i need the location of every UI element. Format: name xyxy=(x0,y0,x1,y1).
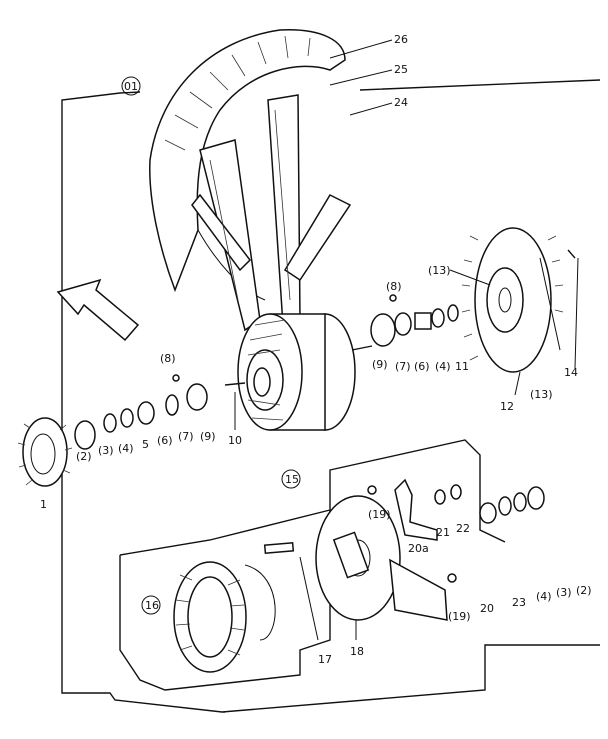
label-10: 10 xyxy=(228,434,242,447)
freewheel-1 xyxy=(17,417,73,487)
axle-left xyxy=(224,382,246,386)
label-5: 5 xyxy=(142,438,149,451)
label-15: 15 xyxy=(285,473,299,486)
label-6-right: (6) xyxy=(414,360,430,373)
brake-lever-20a xyxy=(394,478,438,541)
label-19-bottom: (19) xyxy=(448,610,471,623)
label-25: 25 xyxy=(394,63,408,76)
axle-right xyxy=(351,345,373,351)
label-1: 1 xyxy=(40,498,47,511)
brake-cam-17 xyxy=(263,541,295,555)
label-23: 23 xyxy=(512,596,526,609)
label-01: 01 xyxy=(124,80,138,93)
label-4-right: (4) xyxy=(435,360,451,373)
label-7-left: (7) xyxy=(178,430,194,443)
label-2-left: (2) xyxy=(76,450,92,463)
direction-arrow-icon xyxy=(56,278,140,342)
label-8-left: (8) xyxy=(160,352,176,365)
label-3-left: (3) xyxy=(98,444,114,457)
label-20: 20 xyxy=(480,602,494,615)
fork-frame xyxy=(191,94,352,332)
leader-lines xyxy=(234,39,579,641)
brake-arm-20 xyxy=(389,558,448,621)
label-16: 16 xyxy=(145,599,159,612)
label-4-brake: (4) xyxy=(536,590,552,603)
small-brake-parts xyxy=(367,484,545,583)
callout-circle-15 xyxy=(281,469,301,489)
label-7-right: (7) xyxy=(395,360,411,373)
left-axle-parts xyxy=(74,374,208,450)
label-21: 21 xyxy=(436,526,450,539)
label-3-brake: (3) xyxy=(556,586,572,599)
brake-plate-18 xyxy=(263,478,448,621)
label-8-right: (8) xyxy=(386,280,402,293)
label-2-brake: (2) xyxy=(576,584,592,597)
sprocket-12 xyxy=(461,227,576,373)
label-4-left: (4) xyxy=(118,442,134,455)
label-20a: 20a xyxy=(408,542,429,555)
label-13-top: (13) xyxy=(428,264,451,277)
bolt-14 xyxy=(567,249,576,259)
callout-circle-01 xyxy=(121,76,141,96)
brake-shoes-16 xyxy=(173,561,276,673)
label-22: 22 xyxy=(456,522,470,535)
label-26: 26 xyxy=(394,33,408,46)
label-12: 12 xyxy=(500,400,514,413)
label-9-right: (9) xyxy=(372,358,388,371)
label-24: 24 xyxy=(394,96,408,109)
part-labels: 01 26 25 24 (13) 14 (13) 12 (8) (9) (7) … xyxy=(40,33,592,666)
hub-drum xyxy=(224,313,373,431)
brake-spring xyxy=(244,564,276,641)
label-19-top: (19) xyxy=(368,508,391,521)
label-13-bottom: (13) xyxy=(530,388,553,401)
callout-circle-16 xyxy=(141,595,161,615)
label-14: 14 xyxy=(564,366,578,379)
label-18: 18 xyxy=(350,645,364,658)
label-6-left: (6) xyxy=(157,434,173,447)
label-11: 11 xyxy=(455,360,469,373)
label-9-left: (9) xyxy=(200,430,216,443)
brake-kit-boundary-15 xyxy=(119,439,506,691)
right-axle-parts xyxy=(370,294,459,347)
label-17: 17 xyxy=(318,653,332,666)
assembly-boundary-01 xyxy=(61,79,601,713)
